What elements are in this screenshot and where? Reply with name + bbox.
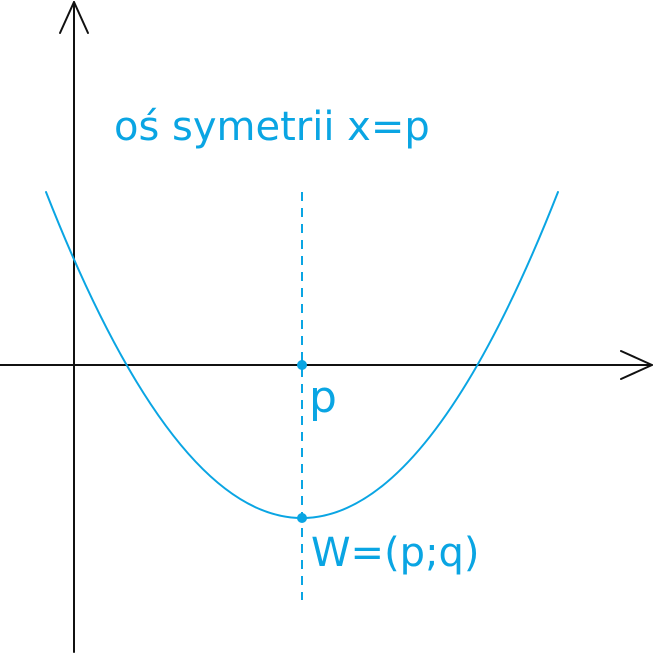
vertex-label: W=(p;q): [311, 530, 480, 576]
x-axis-arrow-icon: [620, 350, 653, 380]
p-label: p: [309, 372, 337, 423]
symmetry-axis-title: oś symetrii x=p: [114, 104, 430, 150]
y-axis-arrow-icon: [59, 1, 89, 34]
vertex-point: [297, 513, 307, 523]
point-p-on-x-axis: [297, 360, 307, 370]
